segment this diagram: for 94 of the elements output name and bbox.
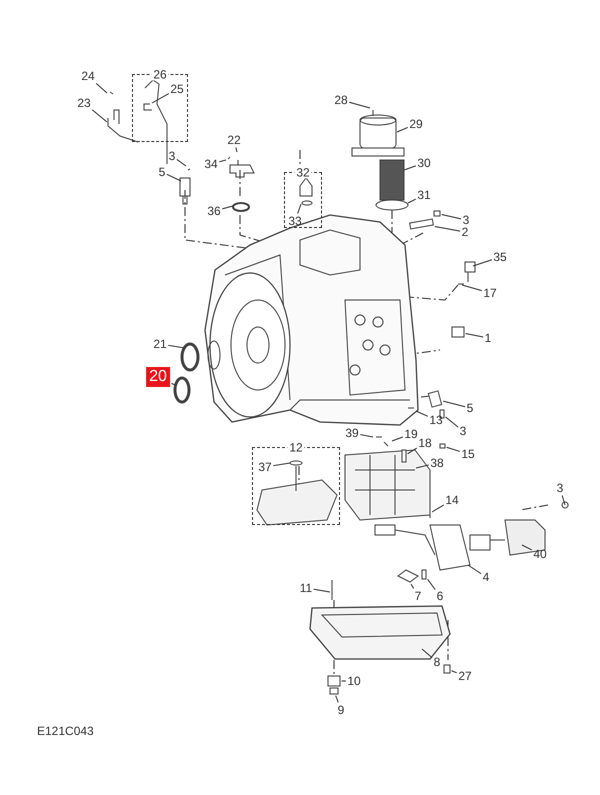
callout-number: 35 (493, 251, 507, 263)
leader-line (404, 165, 416, 170)
callout-number: 12 (287, 441, 305, 454)
callout-number: 11 (300, 582, 312, 594)
callout-number: 3 (556, 482, 564, 494)
leader-line (446, 446, 460, 452)
callout-number: 5 (158, 166, 166, 178)
leader-line (472, 259, 492, 266)
callout-number: 34 (204, 158, 218, 170)
leader-line (410, 584, 414, 589)
callout-number: 37 (258, 461, 272, 473)
callout-number: 15 (461, 448, 475, 460)
leader-line (562, 495, 566, 506)
leader-line (416, 410, 428, 417)
callout-number: 39 (345, 427, 359, 439)
highlighted-callout-number: 20 (146, 367, 170, 387)
callout-number: 7 (414, 590, 422, 602)
callout-number: 38 (430, 457, 444, 469)
leader-line (392, 436, 404, 442)
leader-line (297, 204, 302, 214)
plug-box (444, 664, 450, 674)
drawing-code: E121C043 (37, 724, 94, 738)
leader-line (441, 214, 462, 220)
callout-number: 2 (462, 226, 468, 238)
callout-number: 9 (338, 704, 344, 716)
bolt-box (422, 570, 426, 580)
leader-line (427, 578, 436, 590)
callout-number: 29 (409, 118, 423, 130)
callout-number: 3 (460, 425, 466, 437)
leader-line (445, 416, 459, 428)
plug-box (330, 688, 338, 694)
callout-number: 3 (168, 150, 176, 162)
leader-line (272, 462, 290, 466)
callout-number: 33 (288, 215, 302, 227)
callout-number: 25 (170, 83, 184, 95)
callout-number: 21 (153, 338, 167, 350)
callout-number: 6 (436, 590, 444, 602)
leader-line (465, 333, 484, 338)
callout-number: 22 (227, 134, 241, 146)
leader-line (422, 648, 433, 658)
leader-line (522, 544, 532, 550)
leader-line (442, 400, 466, 408)
leader-line (92, 109, 108, 122)
leader-line (313, 588, 330, 592)
callout-number: 18 (418, 437, 432, 449)
sensor-box (409, 218, 434, 230)
bolt-box (402, 450, 406, 462)
plug-box (328, 676, 340, 686)
callout-number: 3 (462, 214, 470, 226)
callout-number: 14 (445, 494, 459, 506)
callout-number: 19 (404, 428, 418, 440)
callout-number: 5 (466, 402, 474, 414)
callout-number: 27 (458, 670, 472, 682)
leader-line (218, 160, 226, 162)
leader-line (432, 504, 444, 512)
leader-line (468, 564, 482, 574)
leader-line (462, 284, 482, 292)
callout-number: 1 (484, 332, 492, 344)
leader-line (335, 695, 339, 703)
leader-line (176, 158, 186, 166)
leader-line (341, 680, 346, 682)
callout-number: 8 (434, 656, 440, 668)
callout-number: 26 (151, 68, 169, 80)
leader-line (222, 206, 234, 210)
callout-number: 32 (294, 166, 312, 178)
callout-number: 17 (483, 287, 497, 299)
leader-line (96, 82, 108, 94)
screw-box (434, 210, 440, 216)
leader-line (408, 198, 416, 204)
callout-number: 30 (417, 157, 431, 169)
leader-line (168, 344, 186, 348)
leader-line (396, 126, 408, 132)
leader-line (451, 670, 458, 674)
leader-line (360, 434, 374, 438)
leader-line (348, 102, 370, 108)
callout-number: 31 (417, 189, 431, 201)
leader-line (235, 147, 238, 152)
callout-number: 4 (482, 571, 490, 583)
callout-number: 23 (77, 97, 91, 109)
leader-line (416, 464, 430, 468)
leader-line (407, 448, 418, 454)
leader-line (170, 382, 176, 386)
callout-number: 36 (207, 205, 221, 217)
callout-number: 13 (429, 414, 443, 426)
callout-number: 28 (334, 94, 348, 106)
callout-number: 40 (533, 548, 547, 560)
callout-number: 10 (347, 675, 361, 687)
sensor-box (428, 390, 442, 408)
leader-line (434, 226, 461, 232)
leader-line (152, 93, 170, 104)
connector-box (452, 326, 464, 338)
leader-line (166, 174, 182, 182)
callout-number: 24 (81, 70, 95, 82)
bolt-box (440, 444, 446, 448)
